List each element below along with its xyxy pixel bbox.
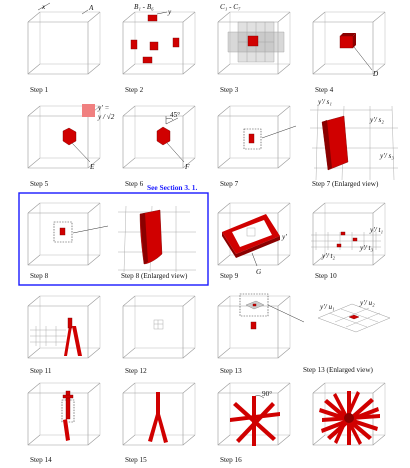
center-block bbox=[340, 36, 353, 48]
step-5-panel: y′ = y / √2 E Step 5 bbox=[28, 104, 115, 188]
label-y-u1: y′/ u₁ bbox=[319, 303, 335, 311]
step-2-panel: B₁ - B₆ y Step 2 bbox=[123, 3, 195, 94]
slab bbox=[249, 134, 254, 143]
label-c1-c7: C₁ - C₇ bbox=[220, 3, 241, 11]
step-8-caption: Step 8 bbox=[30, 272, 49, 280]
rotated-block bbox=[63, 128, 76, 145]
step-2-caption: Step 2 bbox=[125, 86, 144, 94]
swatch bbox=[82, 104, 95, 117]
d-leader-line bbox=[354, 47, 372, 70]
step-3-caption: Step 3 bbox=[220, 86, 239, 94]
face-block-right bbox=[173, 38, 179, 47]
step-5-caption: Step 5 bbox=[30, 180, 49, 188]
rotated-block bbox=[157, 127, 170, 145]
small-block-b bbox=[353, 238, 357, 241]
step-4-panel: D Step 4 bbox=[313, 12, 385, 94]
center-block bbox=[251, 322, 256, 329]
step-16-panel-a: 90° Step 16 bbox=[218, 383, 290, 464]
label-b1-b6: B₁ - B₆ bbox=[134, 3, 154, 11]
zoom-leader bbox=[268, 305, 304, 322]
step-8-enlarged-caption: Step 8 (Enlarged view) bbox=[121, 272, 188, 280]
step-4-caption: Step 4 bbox=[315, 86, 334, 94]
step-13-panel: Step 13 bbox=[218, 294, 304, 375]
step-3-panel: C₁ - C₇ Step 3 bbox=[218, 3, 290, 94]
stem bbox=[68, 318, 72, 328]
center-block bbox=[248, 36, 258, 46]
step-13-enlarged-caption: Step 13 (Enlarged view) bbox=[303, 366, 374, 374]
label-y-t1: y′/ t₁ bbox=[369, 226, 384, 234]
label-y-prime-eq: y′ = bbox=[97, 104, 110, 112]
step-7-caption: Step 7 bbox=[220, 180, 239, 188]
step-7-enlarged-caption: Step 7 (Enlarged view) bbox=[312, 180, 379, 188]
step-11-caption: Step 11 bbox=[30, 367, 52, 375]
step-11-panel: Step 11 bbox=[28, 296, 100, 375]
label-y-s2: y′/ s₂ bbox=[369, 116, 384, 124]
slab bbox=[60, 228, 65, 235]
label-e: E bbox=[89, 163, 95, 171]
step-6-caption: Step 6 bbox=[125, 180, 144, 188]
face-block-left bbox=[131, 40, 137, 49]
step-8-enlarged-panel: Step 8 (Enlarged view) bbox=[118, 206, 196, 280]
face-block-center bbox=[150, 42, 158, 50]
center-grid bbox=[154, 320, 163, 329]
step-12-caption: Step 12 bbox=[125, 367, 147, 375]
step-14-panel: Step 14 bbox=[28, 383, 100, 464]
step-1-panel: x A Step 1 bbox=[28, 3, 100, 94]
label-y-t2: y′/ t₂ bbox=[321, 252, 336, 260]
face-block-top bbox=[148, 15, 157, 21]
face-block-bottom bbox=[143, 57, 152, 63]
step-9-caption: Step 9 bbox=[220, 272, 239, 280]
slice-grid bbox=[30, 326, 66, 346]
label-45deg: 45° bbox=[170, 111, 180, 119]
f-leader-line bbox=[167, 143, 184, 162]
step-13-caption: Step 13 bbox=[220, 367, 242, 375]
step-10-panel: y′/ t₁ y′/ t₂ y′/ t₃ Step 10 bbox=[311, 203, 385, 280]
label-d: D bbox=[372, 70, 379, 78]
label-f: F bbox=[184, 163, 190, 171]
label-y-t3: y′/ t₃ bbox=[359, 244, 374, 252]
step-7-enlarged-panel: y′/ s₁ y′/ s₂ y′/ s₃ Step 7 (Enlarged vi… bbox=[310, 98, 398, 188]
label-y-u2: y′/ u₂ bbox=[359, 299, 375, 307]
zoom-leader bbox=[262, 126, 296, 138]
step-7-panel: Step 7 bbox=[218, 106, 296, 188]
label-g: G bbox=[256, 268, 262, 276]
step-10-caption: Step 10 bbox=[315, 272, 337, 280]
y-branch bbox=[148, 392, 168, 443]
label-y-s3: y′/ s₃ bbox=[379, 152, 394, 160]
step-15-caption: Step 15 bbox=[125, 456, 147, 464]
step-16-burst-panel bbox=[313, 383, 385, 445]
step-9-panel: y′ G Step 9 bbox=[218, 203, 290, 280]
label-y-s1: y′/ s₁ bbox=[317, 98, 332, 106]
label-y-over-root2: y / √2 bbox=[97, 113, 115, 121]
star-branches bbox=[230, 396, 280, 446]
label-x: x bbox=[41, 3, 46, 11]
zoom-leader bbox=[73, 226, 108, 233]
small-block-c bbox=[337, 244, 341, 247]
step-14-caption: Step 14 bbox=[30, 456, 52, 464]
enlarged-grid bbox=[310, 106, 398, 180]
step-13-enlarged-panel: y′/ u₁ y′/ u₂ Step 13 (Enlarged view) bbox=[303, 299, 390, 374]
step-6-panel: 45° F Step 6 bbox=[123, 106, 195, 188]
label-90deg: 90° bbox=[262, 390, 272, 398]
step-8-panel: Step 8 bbox=[28, 203, 108, 280]
step-12-panel: Step 12 bbox=[123, 296, 195, 375]
step-15-panel-a: Step 15 bbox=[123, 383, 195, 464]
label-a: A bbox=[88, 4, 94, 12]
small-block-a bbox=[341, 232, 345, 235]
section-note: See Section 3. 1. bbox=[147, 183, 197, 192]
y-leader-line bbox=[157, 12, 167, 14]
step-1-caption: Step 1 bbox=[30, 86, 49, 94]
e-leader-line bbox=[72, 143, 90, 162]
step-16-caption: Step 16 bbox=[220, 456, 242, 464]
branch-shape bbox=[64, 326, 82, 356]
label-y-prime: y′ bbox=[281, 233, 287, 241]
